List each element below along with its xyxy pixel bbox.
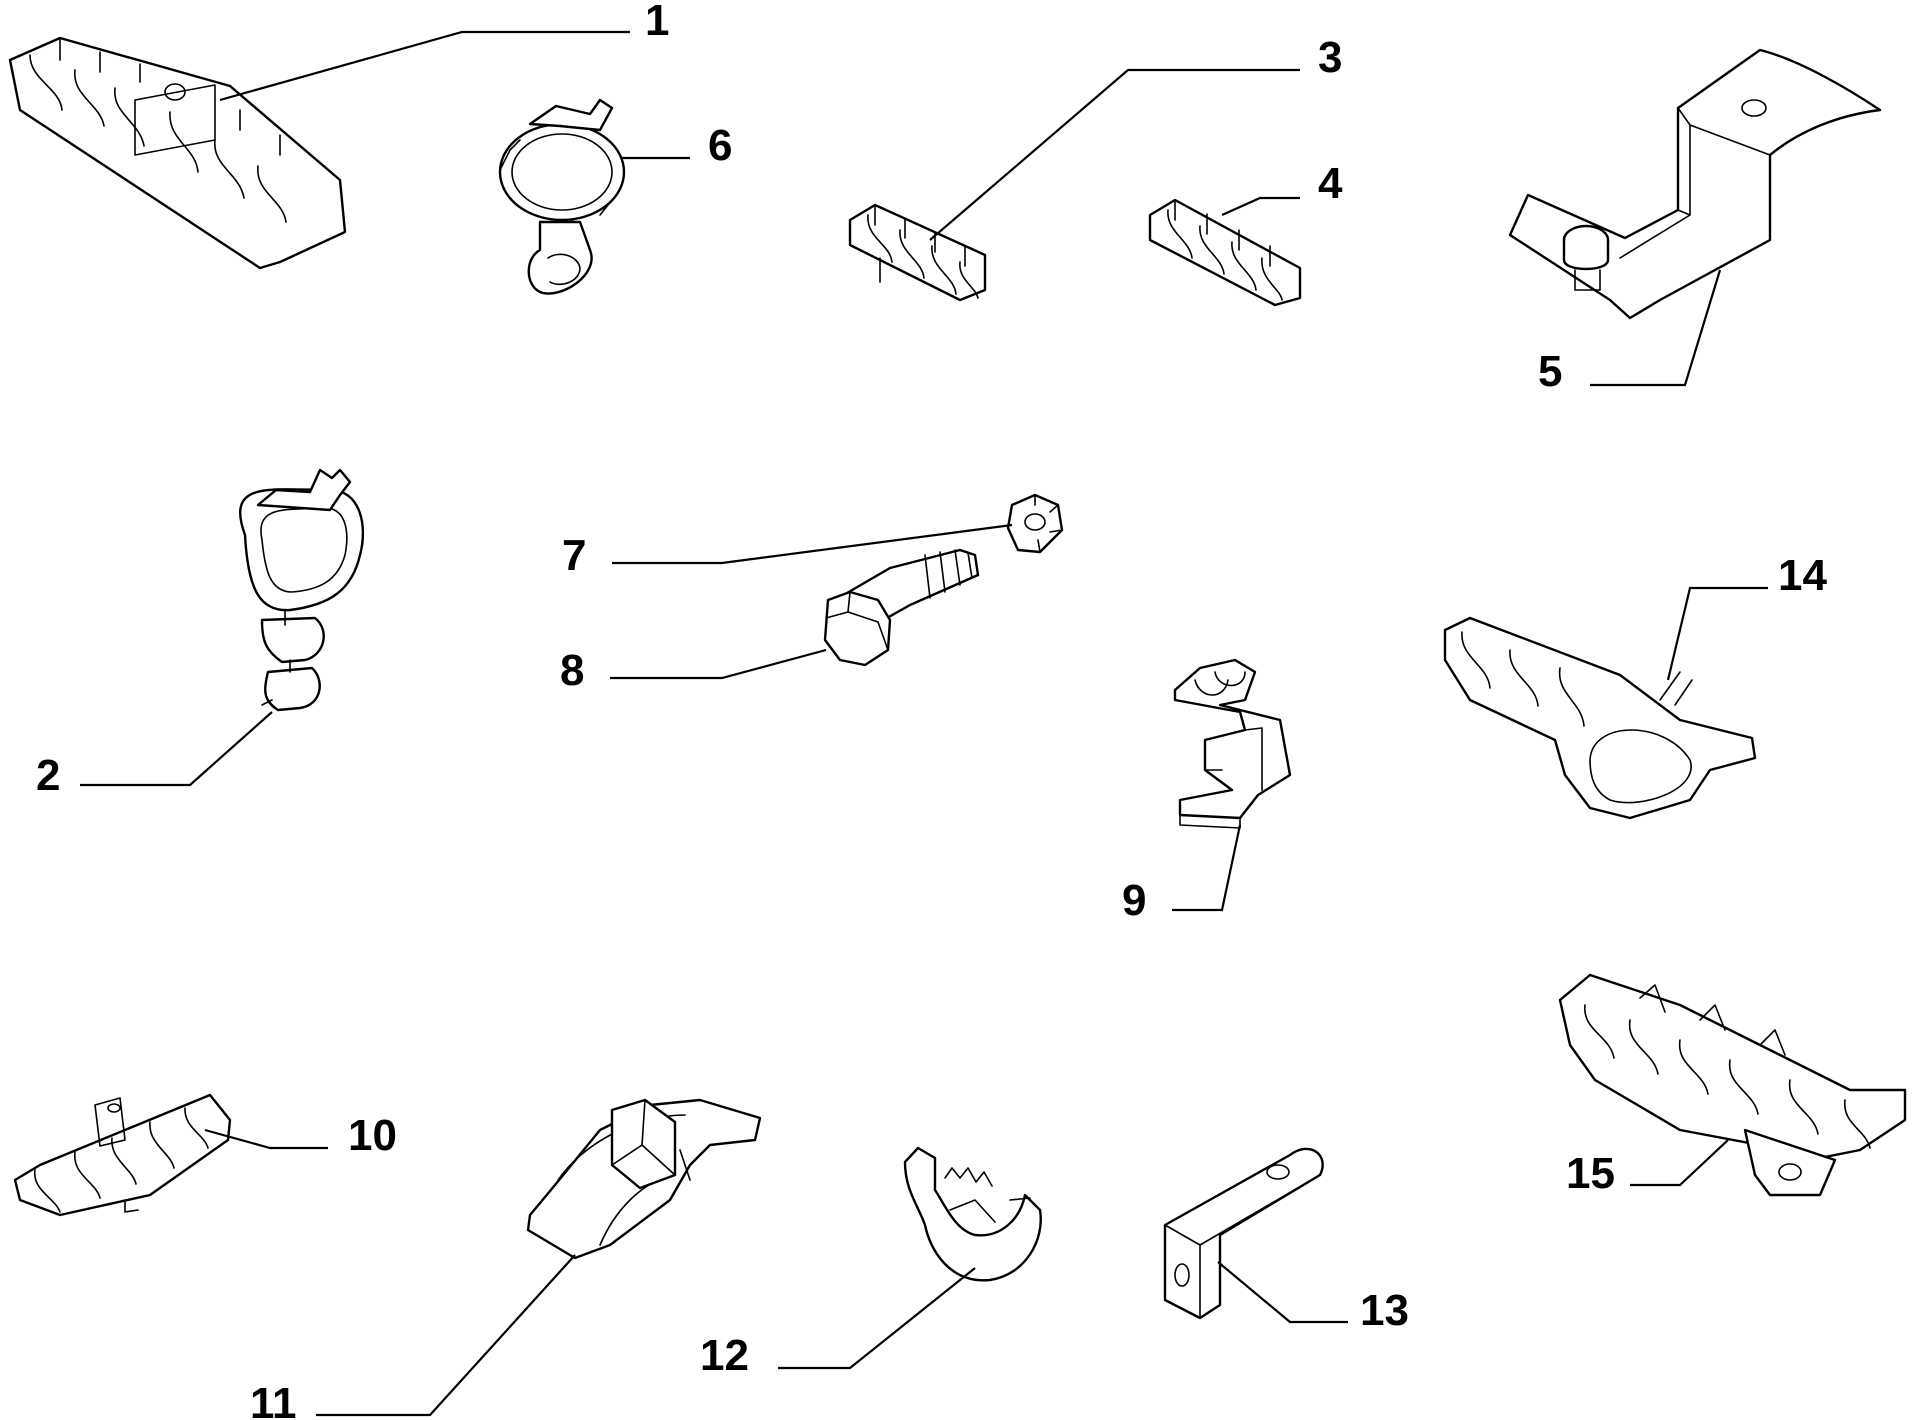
- callout-6: 6: [708, 121, 732, 170]
- leader-12: [778, 1267, 976, 1370]
- part-11-saddle-clip: [526, 1098, 762, 1260]
- callout-13: 13: [1360, 1286, 1409, 1335]
- part-12-u-clip: [903, 1146, 1042, 1282]
- leader-7: [612, 523, 1013, 565]
- leader-3: [929, 68, 1300, 241]
- callout-4: 4: [1318, 159, 1343, 208]
- part-9-offset-bracket: [1173, 658, 1292, 829]
- leader-14: [1666, 586, 1768, 681]
- leader-8: [610, 648, 827, 680]
- part-13-l-bracket: [1163, 1147, 1324, 1320]
- part-4-small-pipe-clip: [1148, 198, 1302, 307]
- part-14-loop-clip: [1443, 616, 1757, 820]
- part-8-hex-bolt: [823, 548, 980, 667]
- part-6-hose-clamp: [498, 98, 626, 295]
- callout-8: 8: [560, 646, 584, 695]
- part-5-bent-bracket: [1508, 48, 1882, 320]
- callout-1: 1: [645, 0, 669, 45]
- callout-11: 11: [250, 1379, 297, 1420]
- callout-9: 9: [1122, 876, 1146, 925]
- leader-5: [1590, 269, 1722, 387]
- part-15-clip-assembly: [1558, 973, 1907, 1197]
- leader-2: [80, 711, 273, 787]
- callout-2: 2: [36, 751, 60, 800]
- callout-12: 12: [700, 1331, 749, 1380]
- callout-14: 14: [1778, 551, 1827, 600]
- leader-9: [1172, 824, 1242, 912]
- leader-10: [204, 1128, 328, 1150]
- callout-5: 5: [1538, 347, 1562, 396]
- callout-3: 3: [1318, 33, 1342, 82]
- leader-15: [1630, 1139, 1729, 1187]
- part-3-small-pipe-clip: [848, 203, 987, 302]
- part-7-hex-nut: [1006, 493, 1064, 554]
- leader-1: [219, 30, 630, 102]
- leader-11: [316, 1254, 576, 1417]
- part-10-multi-pipe-clip: [13, 1093, 232, 1217]
- leader-4: [1221, 196, 1300, 217]
- part-1-multi-pipe-clip: [8, 36, 347, 270]
- callout-10: 10: [348, 1111, 397, 1160]
- part-2-double-clamp: [239, 468, 365, 712]
- leader-13: [1217, 1261, 1348, 1324]
- callout-7: 7: [562, 531, 586, 580]
- callout-15: 15: [1566, 1149, 1615, 1198]
